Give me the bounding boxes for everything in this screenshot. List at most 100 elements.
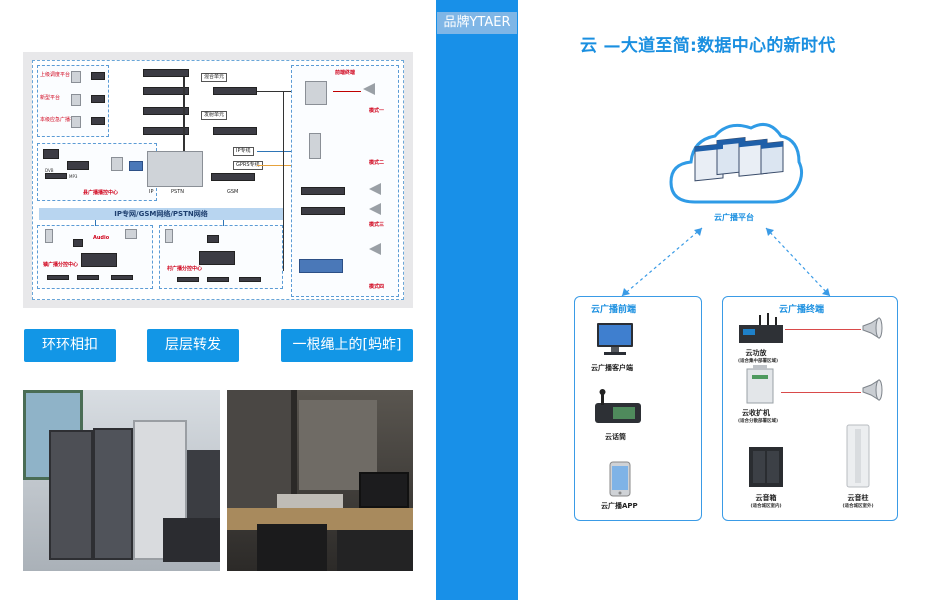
terminal-section-title: 云广播终端: [779, 305, 825, 315]
connector-line: [283, 91, 284, 271]
note-label: MP3: [69, 174, 78, 179]
rack-device-icon: [301, 207, 345, 215]
cloud-front-section: 云广播前端 云广播客户端 云话筒 云广播APP: [574, 296, 702, 521]
town-center-label: 镇广播分控中心: [43, 262, 79, 268]
rack-device-icon: [143, 87, 189, 95]
horn-speaker-icon: [369, 203, 381, 215]
port-label: GSM: [227, 189, 239, 195]
mode-label: 模式一: [369, 108, 385, 114]
horn-speaker-icon: [369, 183, 381, 195]
fm-transmitter-icon: [299, 259, 343, 273]
mp3-icon: [207, 277, 229, 282]
terminal-item-sub: (适合城区室外): [842, 504, 874, 509]
receiver-icon: [309, 133, 321, 159]
equipment-rack-photo: [23, 390, 220, 571]
desktop-computer-icon: [597, 323, 633, 355]
cloud-platform-label: 云广播平台: [714, 213, 754, 222]
side-label: 本级应急广播平台: [40, 117, 81, 123]
mixer-icon: [81, 253, 117, 267]
cloud-microphone-icon: [595, 389, 641, 423]
village-center-label: 村广播分控中心: [167, 266, 203, 272]
mixer-icon: [67, 161, 89, 170]
port-label: PSTN: [171, 189, 184, 195]
audio-label: Audio: [93, 235, 110, 241]
tuner-icon: [111, 275, 133, 280]
box-label: IP专线: [233, 147, 254, 156]
ip-network-bar: IP专网/GSM网络/PSTN网络: [39, 208, 283, 220]
cloud-receiver-icon: [746, 365, 774, 404]
cloud-platform-icon: [669, 122, 804, 204]
server-icon: [45, 229, 53, 243]
mp3-icon: [77, 275, 99, 280]
link-line: [785, 329, 861, 330]
horn-speaker-icon: [862, 379, 883, 401]
county-center-label: 县广播播控中心: [83, 190, 119, 196]
horn-speaker-icon: [369, 243, 381, 255]
headline-title: 云 —大道至简:数据中心的新时代: [580, 36, 836, 56]
mobile-app-icon: [609, 461, 631, 497]
broadcast-topology-diagram: 上级调度平台 新型平台 本级应急广播平台 县广播播控中心 DVB MP3 IP …: [23, 52, 413, 308]
rack-device-icon: [211, 173, 255, 181]
front-item-label: 云广播客户端: [591, 364, 633, 372]
rack-device-icon: [301, 187, 345, 195]
side-label: 新型平台: [40, 95, 61, 101]
terminal-title: 前端终端: [335, 70, 356, 76]
phone-icon: [207, 235, 219, 243]
dvb-icon: [45, 173, 67, 179]
connector-line: [257, 151, 291, 152]
terminal-icon: [91, 72, 105, 80]
connector-line: [257, 165, 291, 166]
control-room-photo: [227, 390, 413, 571]
terminal-item-label: 云收扩机: [742, 409, 770, 417]
tuner-icon: [239, 277, 261, 282]
terminal-item-label: 云功放: [745, 349, 767, 357]
box-label: 混合单元: [201, 73, 228, 82]
connector-line: [257, 91, 291, 92]
terminal-icon: [91, 117, 105, 125]
terminal-icon: [91, 95, 105, 103]
side-label: 上级调度平台: [40, 72, 71, 78]
rack-device-icon: [143, 69, 189, 77]
server-icon: [165, 229, 173, 243]
diagram-canvas: 上级调度平台 新型平台 本级应急广播平台 县广播播控中心 DVB MP3 IP …: [32, 60, 404, 300]
amplifier-icon: [305, 81, 327, 105]
box-label: 发射单元: [201, 111, 228, 120]
pc-icon: [111, 157, 123, 171]
terminal-item-label: 云音箱: [755, 494, 777, 502]
terminal-item-sub: (适合城区室内): [750, 504, 782, 509]
tag-button-relay[interactable]: 层层转发: [147, 329, 239, 362]
mode-label: 模式四: [369, 284, 385, 290]
connector-arrows: [621, 227, 831, 297]
front-item-label: 云话筒: [605, 433, 626, 441]
cloud-terminal-section: 云广播终端 云功放 (适合集中部署区域) 云收扩机 (适合分散部署区域): [722, 296, 898, 521]
cloud-amplifier-icon: [739, 313, 783, 343]
connector-line: [95, 220, 96, 226]
port-label: IP: [149, 189, 154, 195]
terminal-item-sub: (适合集中部署区域): [737, 359, 779, 364]
phone-icon: [43, 149, 59, 159]
rack-device-icon: [213, 127, 257, 135]
horn-speaker-icon: [363, 83, 375, 95]
brand-label: 品牌YTAER: [437, 12, 517, 34]
dvb-icon: [47, 275, 69, 280]
cloud-speaker-column-icon: [846, 424, 870, 488]
rack-device-icon: [143, 107, 189, 115]
connector-line: [333, 91, 361, 92]
terminal-item-sub: (适合分散部署区域): [737, 419, 779, 424]
tag-button-same-rope[interactable]: 一根绳上的[蚂蚱]: [281, 329, 413, 362]
note-label: DVB: [45, 168, 54, 173]
pc-icon: [125, 229, 137, 239]
rack-device-icon: [143, 127, 189, 135]
link-line: [781, 392, 861, 393]
connector-line: [223, 220, 224, 226]
horn-speaker-icon: [862, 317, 883, 339]
central-server-icon: [147, 151, 203, 187]
monitor-icon: [129, 161, 143, 171]
connector-line: [183, 77, 185, 151]
server-icon: [71, 94, 81, 106]
phone-icon: [73, 239, 83, 247]
cloud-speaker-box-icon: [749, 447, 783, 487]
tag-button-interlocking[interactable]: 环环相扣: [24, 329, 116, 362]
dvb-icon: [177, 277, 199, 282]
